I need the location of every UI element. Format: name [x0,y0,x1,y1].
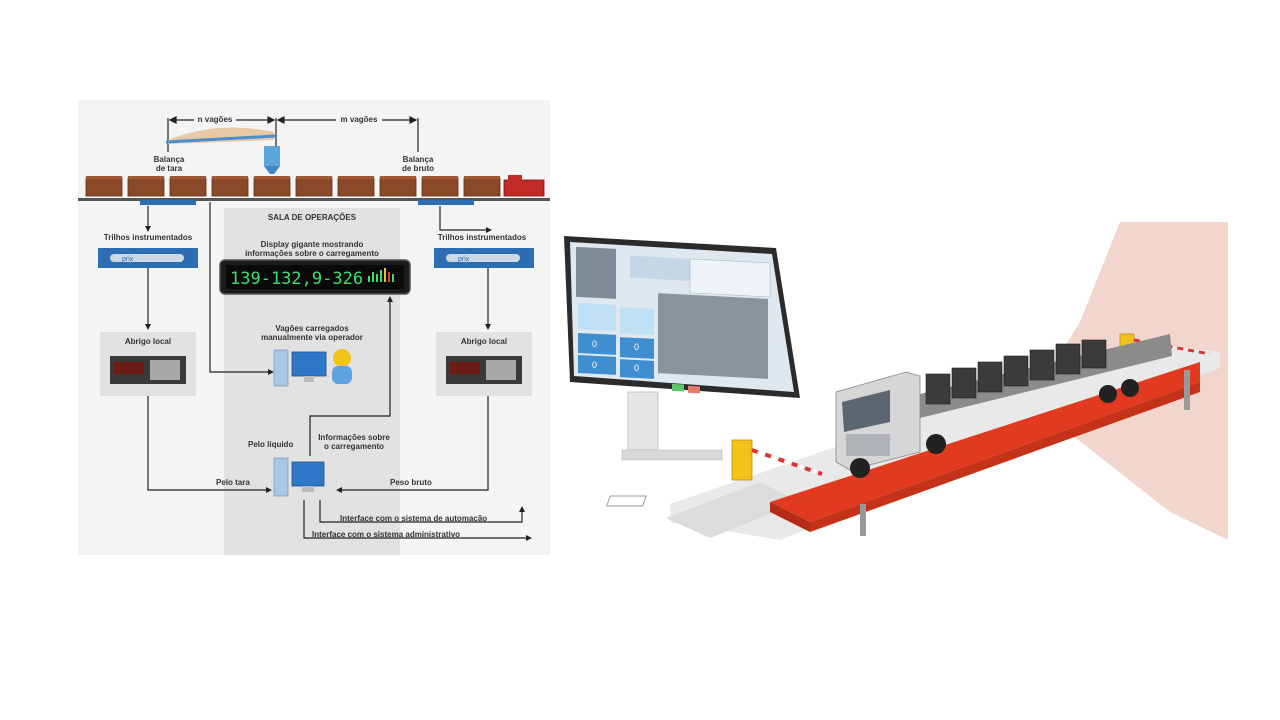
local-shelter-left [100,332,196,396]
operations-room-title: SALA DE OPERAÇÕES [268,213,357,222]
manual-loading-caption-2: manualmente via operador [261,333,363,342]
tare-scale-label-2: de tara [156,164,183,173]
net-weight-label: Pelo líquido [248,440,293,449]
operator-workstation-icon [273,349,352,387]
instrumented-rails-left-label: Trilhos instrumentados [104,233,193,242]
gross-weight-label: Peso bruto [390,478,432,487]
wagon [85,177,501,197]
rail-track [78,198,550,201]
rail-weighing-diagram: n vagões m vagões Balança de tara Balanç… [78,100,550,555]
n-wagons-label: n vagões [198,115,233,124]
truck-scale-scene: 0 0 0 0 [564,222,1228,540]
svg-text:0: 0 [592,360,597,370]
loading-info-label-1: Informações sobre [318,433,390,442]
gross-scale-plate [418,200,474,205]
giant-display: 139-132,9-326 [219,259,411,295]
central-workstation-icon [273,457,325,497]
platform-post [860,504,866,536]
loading-info-label-2: o carregamento [324,442,384,451]
entry-barrier [731,439,823,481]
display-reading: 139-132,9-326 [230,269,363,289]
wagon-dimension-markers [167,116,419,152]
loading-chute [165,127,280,174]
svg-text:0: 0 [634,363,639,373]
giant-display-caption-1: Display gigante mostrando [261,240,364,249]
svg-text:prix: prix [122,256,134,263]
svg-text:prix: prix [458,256,470,263]
gross-scale-label-2: de bruto [402,164,434,173]
tare-scale-label-1: Balança [154,155,185,164]
admin-interface-label: Interface com o sistema administrativo [312,530,460,539]
tare-weight-label: Pelo tara [216,478,250,487]
truck-cargo [925,339,1107,405]
manual-loading-caption-1: Vagões carregados [275,324,349,333]
truck [835,334,1172,478]
instrumented-rails-right-label: Trilhos instrumentados [438,233,527,242]
giant-display-caption-2: informações sobre o carregamento [245,249,379,258]
automation-interface-label: Interface com o sistema de automação [340,514,487,523]
flow-arrows [147,202,528,539]
monitor-truck-camera [658,293,768,379]
display-bargraph-icon [368,268,394,282]
monitor-kiosk: 0 0 0 0 [564,236,800,461]
svg-text:0: 0 [592,339,597,349]
monitor-camera-feed [576,246,616,299]
svg-text:0: 0 [634,342,639,352]
local-shelter-right-label: Abrigo local [461,337,507,346]
wagon-train [85,175,545,197]
gross-scale-label-1: Balança [403,155,434,164]
rail-sensor-left: prix [98,248,198,268]
local-shelter-left-label: Abrigo local [125,337,171,346]
rail-sensor-right: prix [434,248,534,268]
local-shelter-right [436,332,532,396]
m-wagons-label: m vagões [341,115,378,124]
weighing-platform [770,362,1200,522]
monitor-weight-panels: 0 0 0 0 [578,302,654,379]
locomotive [503,175,545,197]
platform-post [1184,370,1190,410]
tare-scale-plate [140,200,196,205]
arrow-heads [145,226,532,541]
